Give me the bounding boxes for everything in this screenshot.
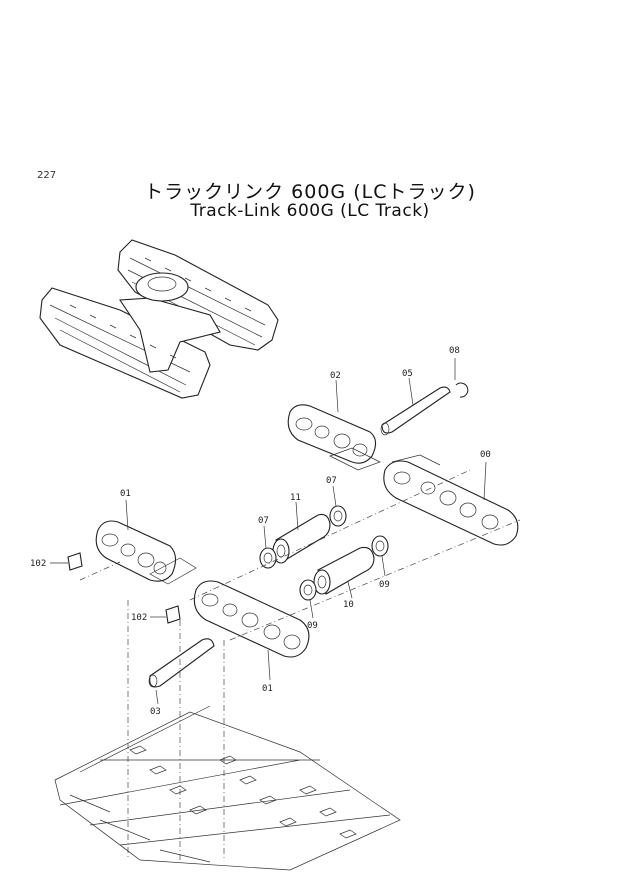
callout-08: 08	[449, 346, 460, 356]
part-10-bushing	[313, 546, 375, 599]
callout-07-lower: 07	[258, 516, 269, 526]
callout-10: 10	[343, 600, 354, 610]
assembly-center-lines	[127, 469, 521, 860]
part-102-bolt-middle	[150, 605, 181, 624]
part-07-seal-lower	[259, 525, 277, 569]
callout-00: 00	[480, 450, 491, 460]
track-shoes	[54, 705, 401, 871]
part-09-seal-right	[371, 535, 389, 577]
callout-02: 02	[330, 371, 341, 381]
callout-01-upper: 01	[120, 489, 131, 499]
callout-09-right: 09	[379, 580, 390, 590]
callout-09-left: 09	[307, 621, 318, 631]
part-00-link-assembly	[383, 454, 519, 546]
part-08-snap-ring	[454, 358, 469, 398]
callout-05: 05	[402, 369, 413, 379]
part-03-pin	[148, 638, 215, 705]
part-02-master-link	[287, 379, 381, 471]
title-english: Track-Link 600G (LC Track)	[190, 201, 430, 221]
undercarriage-overview	[39, 239, 279, 399]
callout-03: 03	[150, 707, 161, 717]
page-number: 227	[37, 170, 57, 181]
callout-07-upper: 07	[326, 476, 337, 486]
part-05-master-pin	[380, 377, 451, 436]
part-09-seal-left	[299, 579, 317, 619]
title-japanese: トラックリンク 600G (LCトラック)	[144, 181, 476, 203]
part-11-bushing	[272, 501, 331, 564]
part-07-seal-upper	[329, 485, 347, 527]
callout-11: 11	[290, 493, 301, 503]
callout-01-lower: 01	[262, 684, 273, 694]
part-102-bolt-left	[50, 552, 121, 581]
callout-102-middle: 102	[131, 613, 147, 623]
part-01-link-lower	[193, 580, 310, 681]
part-01-link-upper	[95, 499, 197, 585]
callout-102-left: 102	[30, 559, 46, 569]
